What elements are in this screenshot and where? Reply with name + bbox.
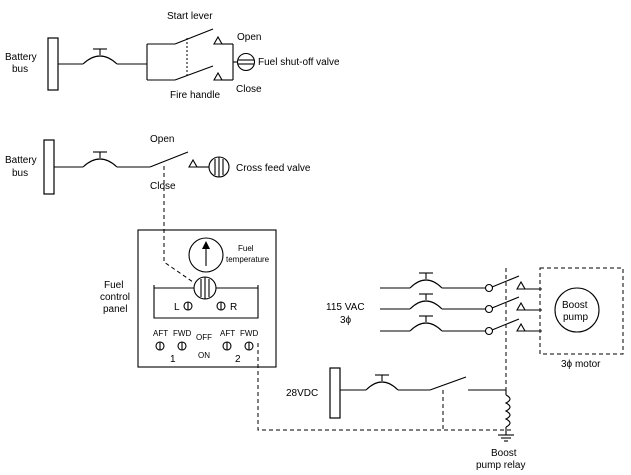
dc-switch bbox=[429, 376, 467, 391]
boost-pump-motor: Boost pump 3ϕ motor bbox=[539, 267, 624, 370]
ac-power-circuit: 115 VAC 3ϕ bbox=[326, 268, 542, 392]
fuel-control-panel: Fuel control panel Fuel temperature L R … bbox=[100, 229, 277, 368]
boost-pump-relay-label-line2: pump relay bbox=[476, 460, 525, 471]
boost-pump-label-line1: Boost bbox=[562, 300, 588, 311]
tank-outline bbox=[153, 285, 259, 319]
boost-pump-icon bbox=[554, 287, 600, 333]
fuel-control-panel-label-line3: panel bbox=[103, 304, 127, 315]
start-lever-switch bbox=[174, 28, 214, 45]
on-label: ON bbox=[198, 351, 210, 360]
start-lever-label: Start lever bbox=[167, 11, 213, 22]
aft-label-1: AFT bbox=[153, 329, 168, 338]
close-label-2: Close bbox=[150, 181, 176, 192]
off-label: OFF bbox=[196, 333, 212, 342]
open-label-2: Open bbox=[150, 134, 174, 145]
cross-feed-link bbox=[163, 166, 194, 283]
fuel-shutoff-valve-label: Fuel shut-off valve bbox=[258, 57, 340, 68]
battery-bus-bar-2 bbox=[43, 139, 55, 195]
fuel-temperature-label-line1: Fuel bbox=[238, 244, 254, 253]
dc-28-label: 28VDC bbox=[286, 388, 318, 399]
dc-relay-circuit: 28VDC Boost pump relay bbox=[286, 367, 525, 471]
fuel-control-panel-label-line1: Fuel bbox=[104, 280, 123, 291]
boost-pump-relay-label-line1: Boost bbox=[491, 448, 517, 459]
tank-l-label: L bbox=[174, 302, 180, 313]
fire-handle-label: Fire handle bbox=[170, 90, 220, 101]
tank-r-label: R bbox=[230, 302, 237, 313]
aft-label-2: AFT bbox=[220, 329, 235, 338]
battery-bus-bar bbox=[47, 37, 59, 91]
fwd-label-2: FWD bbox=[240, 329, 258, 338]
fuel-shutoff-valve-icon bbox=[236, 52, 256, 72]
pump-1-label: 1 bbox=[170, 354, 176, 365]
fuel-control-panel-label-line2: control bbox=[100, 292, 130, 303]
fuel-temperature-gauge bbox=[188, 237, 224, 273]
fuel-control-panel-box bbox=[137, 229, 277, 368]
fuel-shutoff-circuit: Battery bus Start lever Fire handle Open… bbox=[5, 11, 340, 101]
cross-feed-circuit: Battery bus Open Close Cross feed valve bbox=[5, 134, 311, 195]
fire-handle-switch bbox=[174, 65, 214, 81]
close-label-1: Close bbox=[236, 84, 262, 95]
pump-2-label: 2 bbox=[235, 354, 241, 365]
motor-3phase-label: 3ϕ motor bbox=[561, 359, 601, 370]
cross-feed-switch bbox=[149, 151, 189, 168]
dc-bus-bar bbox=[329, 367, 341, 419]
gauge-needle-icon bbox=[202, 241, 210, 249]
boost-pump-label-line2: pump bbox=[563, 312, 588, 323]
relay-coil-icon bbox=[504, 394, 511, 428]
fuel-temperature-label-line2: temperature bbox=[226, 255, 270, 264]
pump-switch-link bbox=[257, 343, 512, 431]
cross-feed-valve-label: Cross feed valve bbox=[236, 163, 311, 174]
battery-bus-2-label-line1: Battery bbox=[5, 155, 37, 166]
fwd-label-1: FWD bbox=[173, 329, 191, 338]
battery-bus-2-label-line2: bus bbox=[12, 168, 28, 179]
vac-115-label: 115 VAC bbox=[326, 302, 365, 313]
three-phase-label: 3ϕ bbox=[340, 315, 352, 326]
circuit-breaker-2 bbox=[82, 158, 118, 168]
battery-bus-label-line1: Battery bbox=[5, 52, 37, 63]
motor-enclosure bbox=[539, 267, 624, 355]
battery-bus-label-line2: bus bbox=[12, 64, 28, 75]
open-label-1: Open bbox=[237, 32, 261, 43]
circuit-breaker bbox=[82, 55, 118, 65]
